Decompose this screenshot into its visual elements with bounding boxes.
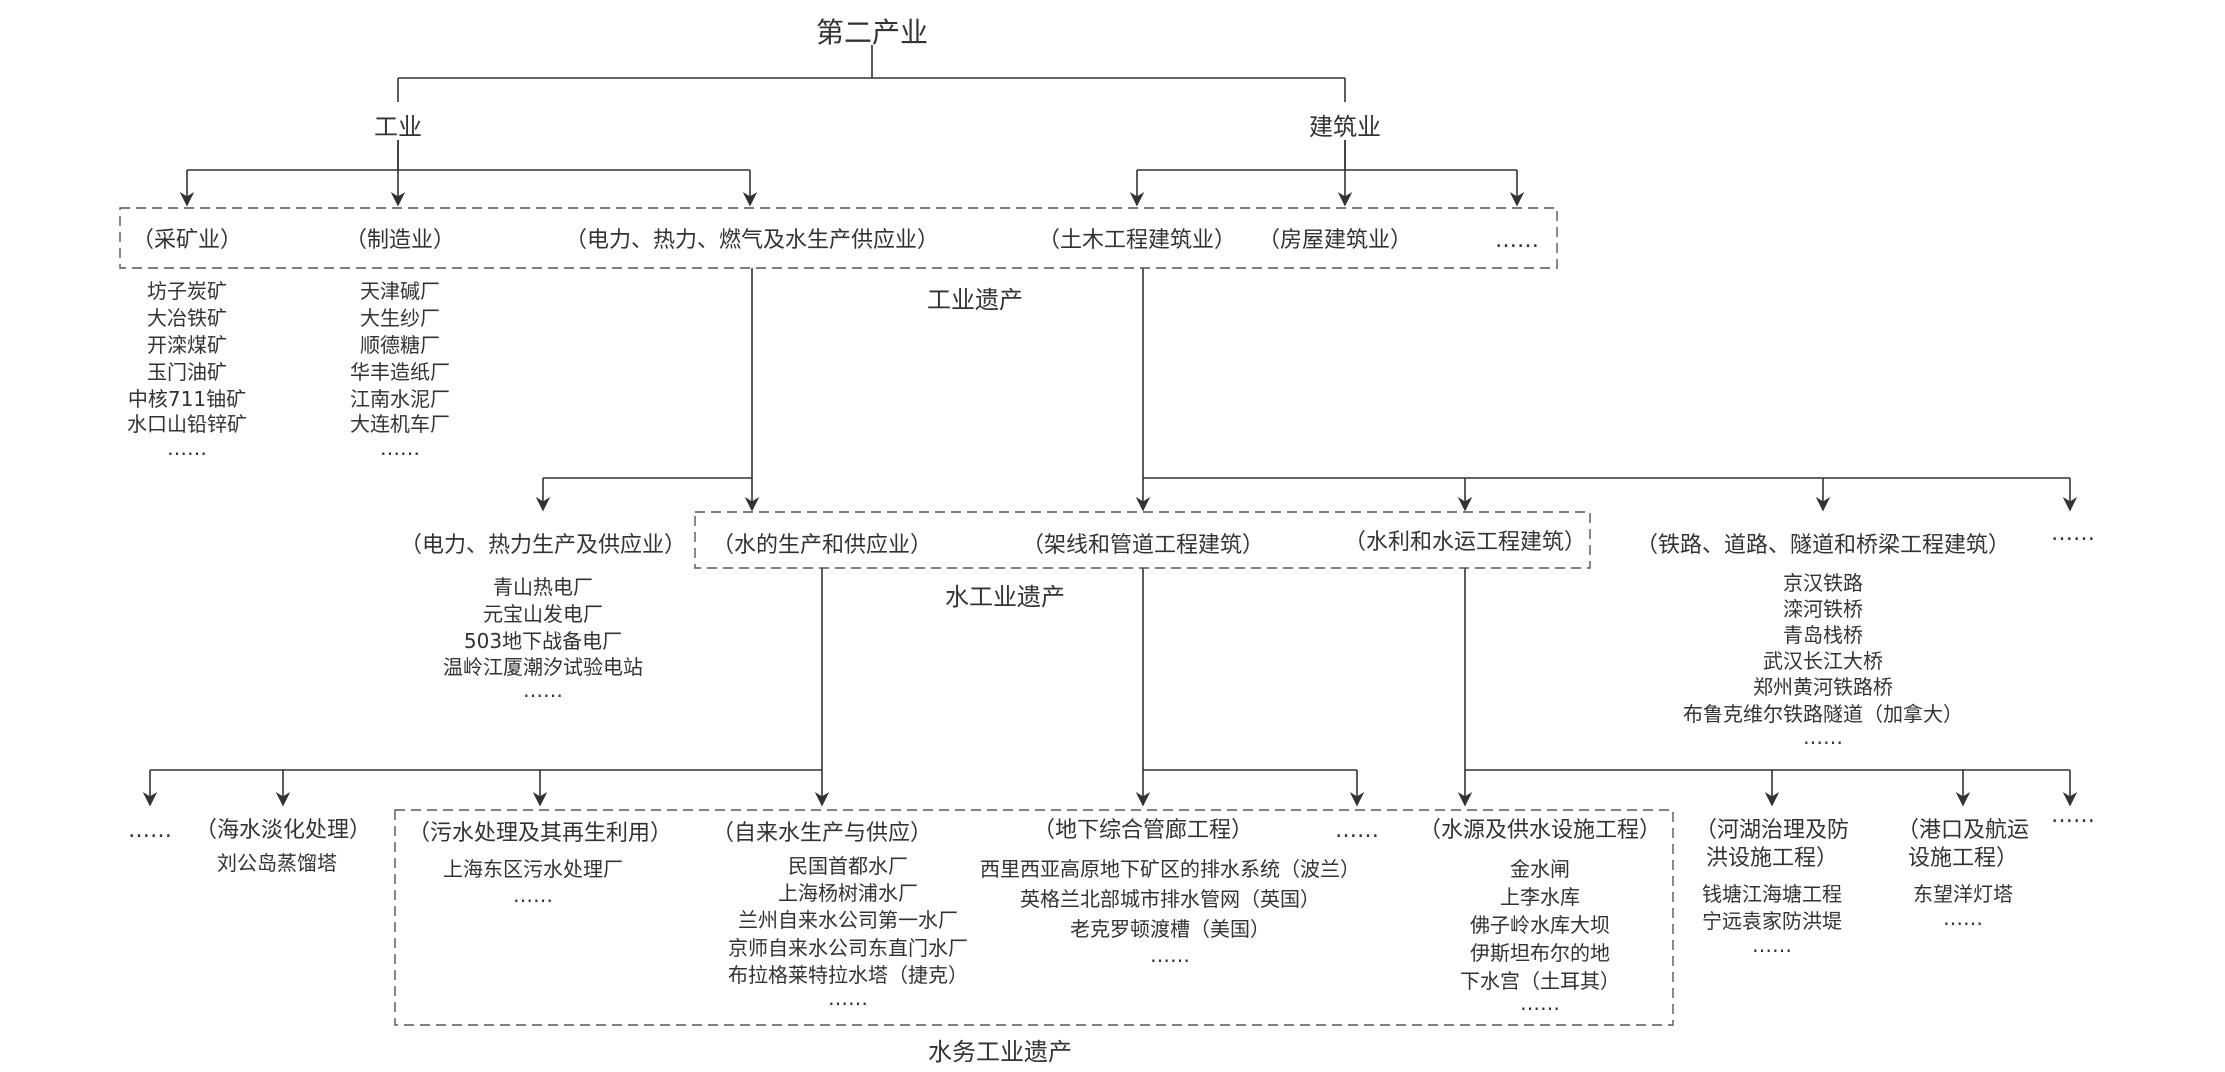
- list-item: 江南水泥厂: [350, 387, 450, 411]
- list-item: 布鲁克维尔铁路隧道（加拿大）: [1683, 702, 1963, 726]
- list-item: ……: [1150, 943, 1190, 967]
- list-item: 钱塘江海塘工程: [1702, 882, 1842, 906]
- power-examples: 青山热电厂 元宝山发电厂 503地下战备电厂 温岭江厦潮汐试验电站 ……: [443, 575, 643, 702]
- list-item: 西里西亚高原地下矿区的排水系统（波兰）: [980, 857, 1360, 881]
- mining-examples: 坊子炭矿 大冶铁矿 开滦煤矿 玉门油矿 中核711铀矿 水口山铅锌矿 ……: [127, 279, 247, 460]
- list-item: ……: [1520, 991, 1560, 1015]
- water-source-examples: 金水闸 上李水库 佛子岭水库大坝 伊斯坦布尔的地 下水宫（土耳其） ……: [1460, 857, 1620, 1015]
- list-item: 大生纱厂: [360, 306, 440, 330]
- manufacturing-examples: 天津碱厂 大生纱厂 顺德糖厂 华丰造纸厂 江南水泥厂 大连机车厂 ……: [350, 279, 450, 460]
- list-item: 英格兰北部城市排水管网（英国）: [1020, 887, 1320, 911]
- level4-more-right: ……: [2051, 803, 2095, 828]
- list-item: 天津碱厂: [360, 279, 440, 303]
- power-heat-label: （电力、热力生产及供应业）: [400, 533, 686, 558]
- construction-label: 建筑业: [1309, 113, 1381, 141]
- list-item: 上海东区污水处理厂: [443, 857, 623, 881]
- list-item: 下水宫（土耳其）: [1460, 969, 1620, 993]
- manufacturing-label: （制造业）: [345, 228, 455, 253]
- flood-control-label-line1: （河湖治理及防: [1695, 818, 1849, 843]
- list-item: 伊斯坦布尔的地: [1470, 941, 1610, 965]
- mining-label: （采矿业）: [132, 228, 242, 253]
- list-item: 华丰造纸厂: [350, 360, 450, 384]
- water-source-label: （水源及供水设施工程）: [1419, 818, 1661, 843]
- list-item: 滦河铁桥: [1783, 597, 1863, 621]
- water-affairs-heritage-box: [394, 809, 1674, 1026]
- list-item: 坊子炭矿: [147, 279, 227, 303]
- list-item: 503地下战备电厂: [464, 629, 622, 653]
- utility-tunnel-label: （地下综合管廊工程）: [1033, 818, 1253, 843]
- list-item: 郑州黄河铁路桥: [1753, 675, 1893, 699]
- list-item: 顺德糖厂: [360, 333, 440, 357]
- list-item: 东望洋灯塔: [1913, 882, 2013, 906]
- list-item: ……: [513, 883, 553, 907]
- list-item: 兰州自来水公司第一水厂: [738, 908, 958, 932]
- flood-control-examples: 钱塘江海塘工程 宁远袁家防洪堤 ……: [1702, 882, 1842, 957]
- utility-tunnel-examples: 西里西亚高原地下矿区的排水系统（波兰） 英格兰北部城市排水管网（英国） 老克罗顿…: [980, 857, 1360, 967]
- list-item: ……: [1943, 906, 1983, 930]
- list-item: 民国首都水厂: [788, 854, 908, 878]
- civil-engineering-label: （土木工程建筑业）: [1038, 228, 1236, 253]
- list-item: 元宝山发电厂: [483, 602, 603, 626]
- industry-label: 工业: [374, 113, 422, 141]
- list-item: 上李水库: [1500, 885, 1580, 909]
- water-supply-label: （水的生产和供应业）: [712, 533, 932, 558]
- list-item: ……: [1803, 725, 1843, 749]
- pipeline-label: （架线和管道工程建筑）: [1022, 533, 1264, 558]
- tap-water-examples: 民国首都水厂 上海杨树浦水厂 兰州自来水公司第一水厂 京师自来水公司东直门水厂 …: [728, 854, 968, 1010]
- list-item: 水口山铅锌矿: [127, 412, 247, 436]
- port-label-line2: 设施工程）: [1908, 846, 2018, 871]
- sewage-label: （污水处理及其再生利用）: [408, 821, 672, 846]
- desalination-examples: 刘公岛蒸馏塔: [217, 851, 337, 875]
- water-affairs-heritage-label: 水务工业遗产: [928, 1038, 1072, 1066]
- tap-water-label: （自来水生产与供应）: [712, 821, 932, 846]
- list-item: 中核711铀矿: [128, 387, 246, 411]
- list-item: 刘公岛蒸馏塔: [217, 851, 337, 875]
- list-item: 京师自来水公司东直门水厂: [728, 936, 968, 960]
- flood-control-label-line2: 洪设施工程）: [1706, 846, 1838, 871]
- railway-examples: 京汉铁路 滦河铁桥 青岛栈桥 武汉长江大桥 郑州黄河铁路桥 布鲁克维尔铁路隧道（…: [1683, 571, 1963, 749]
- root-label: 第二产业: [816, 16, 928, 49]
- housing-construction-label: （房屋建筑业）: [1258, 228, 1412, 253]
- list-item: ……: [523, 678, 563, 702]
- list-item: 大连机车厂: [350, 412, 450, 436]
- hydraulic-label: （水利和水运工程建筑）: [1344, 530, 1586, 555]
- list-item: ……: [167, 436, 207, 460]
- utilities-label: （电力、热力、燃气及水生产供应业）: [565, 228, 939, 253]
- list-item: 宁远袁家防洪堤: [1702, 909, 1842, 933]
- railway-label: （铁路、道路、隧道和桥梁工程建筑）: [1636, 533, 2010, 558]
- list-item: 布拉格莱特拉水塔（捷克）: [728, 963, 968, 987]
- level4-more-mid: ……: [1335, 818, 1379, 843]
- list-item: 金水闸: [1510, 857, 1570, 881]
- list-item: 温岭江厦潮汐试验电站: [443, 655, 643, 679]
- list-item: 青岛栈桥: [1783, 623, 1863, 647]
- list-item: 上海杨树浦水厂: [778, 881, 918, 905]
- list-item: 老克罗顿渡槽（美国）: [1070, 917, 1270, 941]
- list-item: 佛子岭水库大坝: [1470, 913, 1610, 937]
- port-examples: 东望洋灯塔 ……: [1913, 882, 2013, 930]
- sewage-examples: 上海东区污水处理厂 ……: [443, 857, 623, 907]
- list-item: 玉门油矿: [147, 360, 227, 384]
- water-industrial-heritage-label: 水工业遗产: [945, 583, 1065, 611]
- port-label-line1: （港口及航运: [1897, 818, 2029, 843]
- industrial-heritage-box: [119, 207, 1558, 269]
- list-item: 开滦煤矿: [147, 333, 227, 357]
- list-item: 京汉铁路: [1783, 571, 1863, 595]
- list-item: 青山热电厂: [493, 575, 593, 599]
- level2-more-label: ……: [1495, 228, 1539, 253]
- list-item: ……: [1752, 933, 1792, 957]
- level3-more-label: ……: [2051, 521, 2095, 546]
- list-item: 大冶铁矿: [147, 306, 227, 330]
- connectors: [142, 45, 2078, 807]
- level4-more-left: ……: [128, 818, 172, 843]
- list-item: ……: [828, 986, 868, 1010]
- list-item: 武汉长江大桥: [1763, 649, 1883, 673]
- desalination-label: （海水淡化处理）: [195, 818, 371, 843]
- water-industrial-heritage-box: [694, 511, 1591, 569]
- industrial-heritage-label: 工业遗产: [927, 286, 1023, 314]
- list-item: ……: [380, 436, 420, 460]
